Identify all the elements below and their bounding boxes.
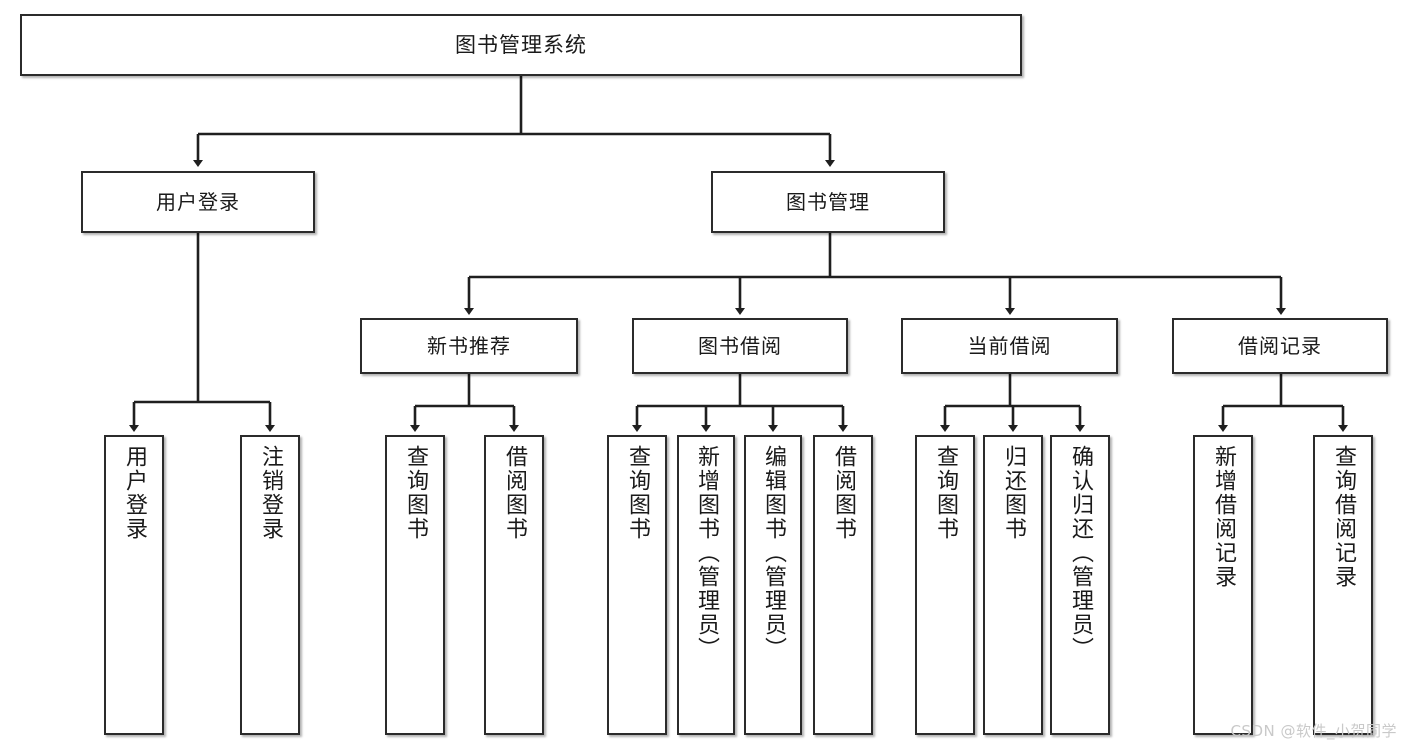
node-book-management-label: 图书管理 — [786, 189, 870, 214]
node-root[interactable]: 图书管理系统 — [20, 14, 1022, 76]
leaf-current-borrow-confirm-return[interactable]: 确认归还（管理员） — [1050, 435, 1110, 735]
node-root-label: 图书管理系统 — [455, 32, 587, 57]
node-book-borrow-label: 图书借阅 — [698, 333, 782, 358]
leaf-label: 确认归还（管理员） — [1068, 445, 1093, 661]
leaf-label: 注销登录 — [258, 445, 283, 541]
leaf-user-login-login[interactable]: 用户登录 — [104, 435, 164, 735]
node-user-login-label: 用户登录 — [156, 189, 240, 214]
leaf-label: 查询图书 — [933, 445, 958, 541]
leaf-label: 用户登录 — [122, 445, 147, 541]
leaf-new-book-query[interactable]: 查询图书 — [385, 435, 445, 735]
leaf-label: 新增图书（管理员） — [694, 445, 719, 661]
node-current-borrow-label: 当前借阅 — [967, 333, 1052, 358]
leaf-borrow-record-add[interactable]: 新增借阅记录 — [1193, 435, 1253, 735]
leaf-book-borrow-add[interactable]: 新增图书（管理员） — [677, 435, 735, 735]
leaf-new-book-borrow[interactable]: 借阅图书 — [484, 435, 544, 735]
node-book-borrow[interactable]: 图书借阅 — [632, 318, 848, 374]
csdn-watermark: CSDN @软件_小贺同学 — [1230, 722, 1397, 740]
leaf-label: 编辑图书（管理员） — [761, 445, 786, 661]
node-current-borrow[interactable]: 当前借阅 — [901, 318, 1118, 374]
leaf-label: 借阅图书 — [502, 445, 527, 541]
leaf-book-borrow-edit[interactable]: 编辑图书（管理员） — [744, 435, 802, 735]
leaf-book-borrow-borrow[interactable]: 借阅图书 — [813, 435, 873, 735]
leaf-label: 查询图书 — [403, 445, 428, 541]
node-new-book-recommend-label: 新书推荐 — [427, 333, 511, 358]
node-new-book-recommend[interactable]: 新书推荐 — [360, 318, 578, 374]
node-borrow-record[interactable]: 借阅记录 — [1172, 318, 1388, 374]
leaf-label: 查询借阅记录 — [1331, 445, 1356, 589]
node-user-login[interactable]: 用户登录 — [81, 171, 315, 233]
node-borrow-record-label: 借阅记录 — [1238, 333, 1322, 358]
leaf-borrow-record-query[interactable]: 查询借阅记录 — [1313, 435, 1373, 735]
leaf-label: 归还图书 — [1001, 445, 1026, 541]
leaf-label: 借阅图书 — [831, 445, 856, 541]
leaf-current-borrow-return[interactable]: 归还图书 — [983, 435, 1043, 735]
node-book-management[interactable]: 图书管理 — [711, 171, 945, 233]
leaf-user-login-logout[interactable]: 注销登录 — [240, 435, 300, 735]
leaf-label: 查询图书 — [625, 445, 650, 541]
leaf-book-borrow-query[interactable]: 查询图书 — [607, 435, 667, 735]
leaf-current-borrow-query[interactable]: 查询图书 — [915, 435, 975, 735]
leaf-label: 新增借阅记录 — [1211, 445, 1236, 589]
